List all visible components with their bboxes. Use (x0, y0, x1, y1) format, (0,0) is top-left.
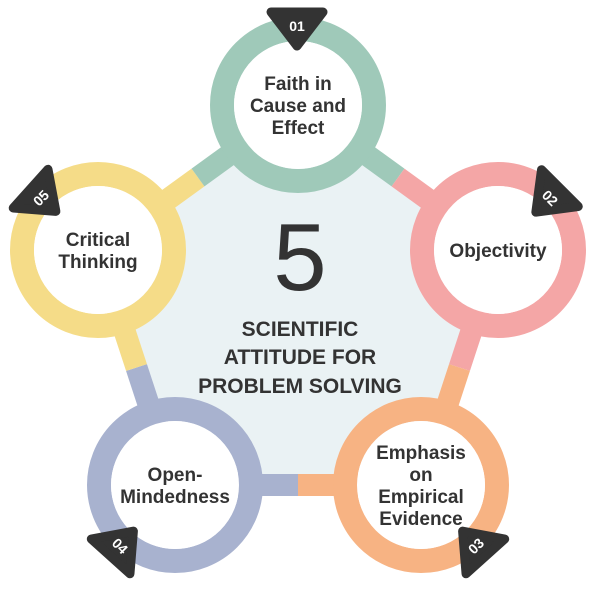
node-label-line: on (409, 465, 432, 486)
center-title-line-1: SCIENTIFIC (242, 318, 359, 341)
node-label-line: Critical (66, 230, 130, 251)
number-badge: 05 (8, 164, 61, 216)
node-label-line: Open- (148, 465, 203, 486)
center-number: 5 (273, 204, 326, 311)
node-label-line: Cause and (250, 96, 346, 117)
node-ring (87, 397, 263, 573)
node-label-line: Objectivity (449, 241, 547, 262)
node-ring (410, 162, 586, 338)
number-badge: 04 (86, 526, 138, 579)
center-title-line-3: PROBLEM SOLVING (198, 375, 402, 398)
center-title-line-2: ATTITUDE FOR (224, 346, 376, 369)
node-label-line: Evidence (379, 509, 462, 530)
pentagon-background (98, 105, 498, 485)
node-circle (234, 41, 362, 169)
node-circle (34, 186, 162, 314)
badge-number: 01 (289, 18, 305, 34)
node-label-line: Effect (272, 118, 325, 139)
node-label-line: Emphasis (376, 443, 466, 464)
node-label-line: Faith in (264, 74, 332, 95)
badge-triangle-icon (266, 7, 328, 51)
node-label-line: Thinking (58, 252, 137, 273)
badge-triangle-icon (8, 164, 61, 216)
node-circle (434, 186, 562, 314)
node-circle (111, 421, 239, 549)
badge-triangle-icon (86, 526, 138, 579)
attitude-node-04: Open-Mindedness 04 (86, 397, 263, 579)
node-ring (333, 397, 509, 573)
node-label-line: Mindedness (120, 487, 230, 508)
node-ring (10, 162, 186, 338)
number-badge: 03 (458, 526, 510, 579)
attitude-node-02: Objectivity 02 (410, 162, 586, 338)
node-label-line: Empirical (378, 487, 464, 508)
number-badge: 02 (531, 165, 583, 217)
node-circle (357, 421, 485, 549)
number-badge: 01 (266, 7, 328, 51)
badge-triangle-icon (458, 526, 510, 579)
badge-triangle-icon (531, 165, 583, 217)
